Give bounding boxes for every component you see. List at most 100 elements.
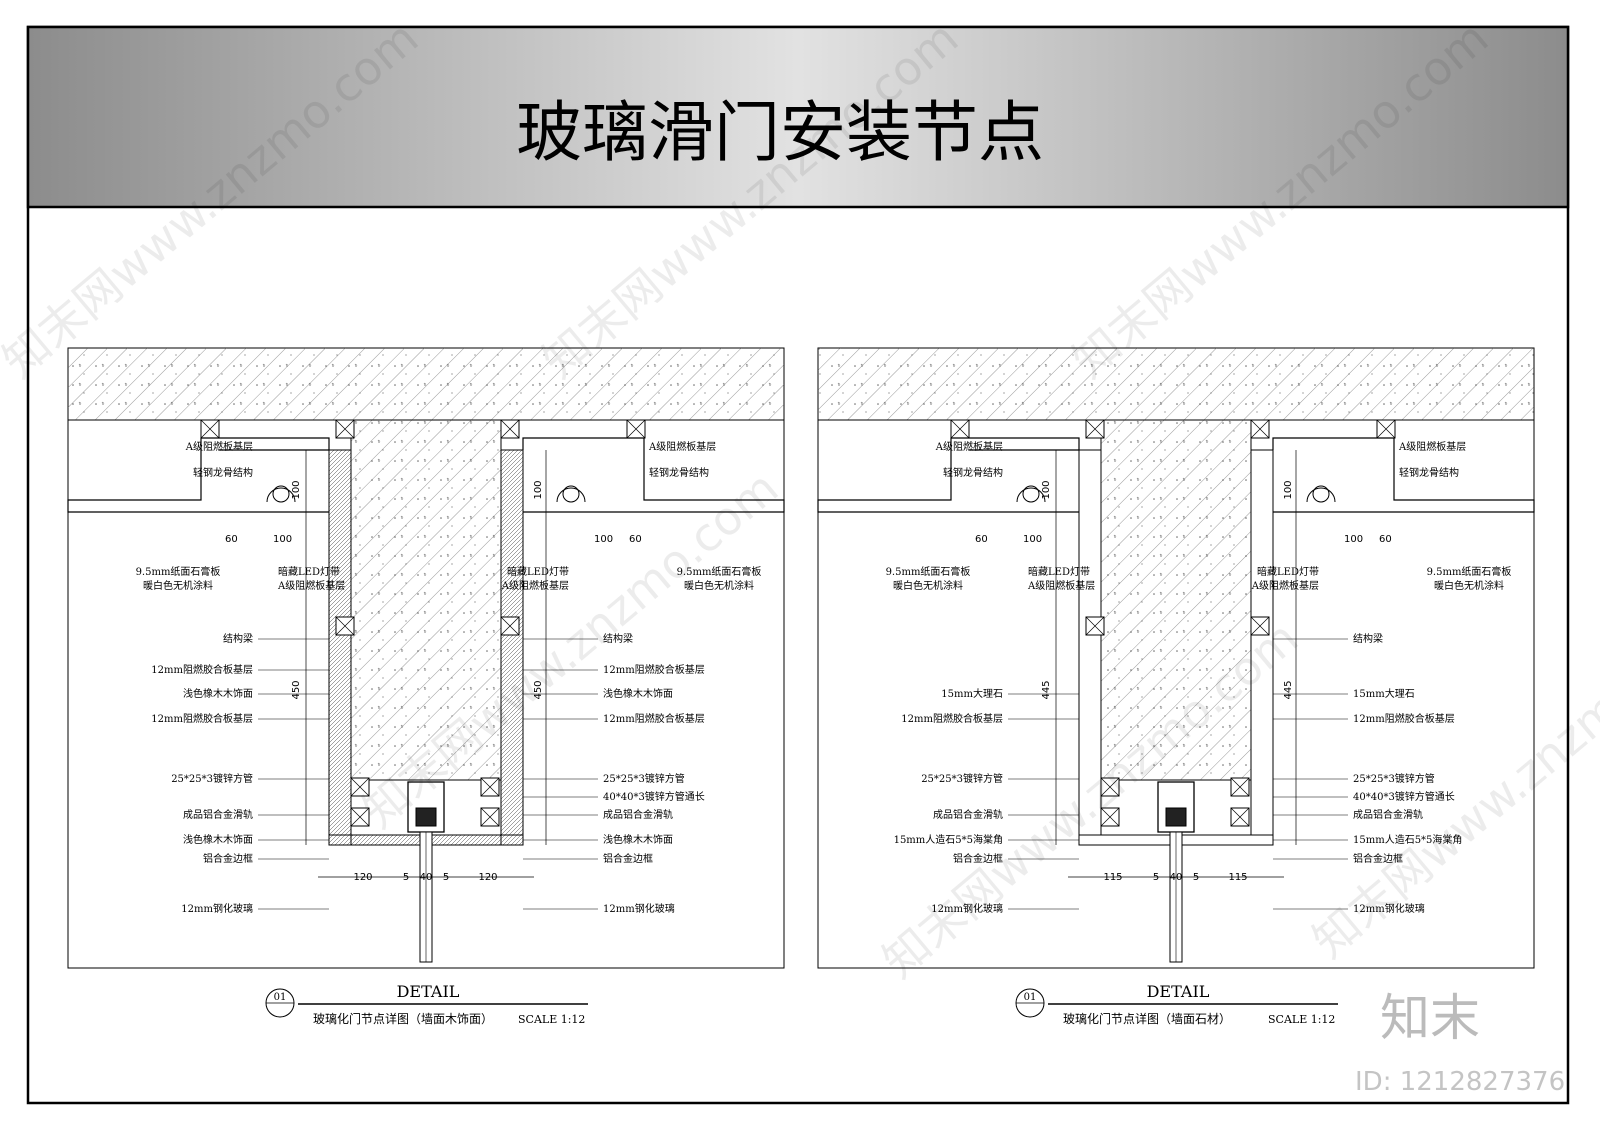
detail-heading: DETAIL bbox=[397, 982, 460, 1001]
right-label: 12mm钢化玻璃 bbox=[1353, 902, 1425, 915]
right-label: 成品铝合金滑轨 bbox=[603, 808, 673, 821]
left-label: 浅色橡木木饰面 bbox=[183, 687, 253, 700]
dim-gap-right: 5 bbox=[1193, 872, 1199, 883]
right-label: 15mm人造石5*5海棠角 bbox=[1353, 833, 1462, 846]
right-ceiling-cove bbox=[522, 437, 785, 513]
right-label: 暗藏LED灯带 bbox=[507, 565, 569, 578]
watermark-id: ID: 1212827376 bbox=[1355, 1067, 1565, 1097]
left-label: 结构梁 bbox=[223, 632, 253, 645]
right-label: 铝合金边框 bbox=[603, 852, 653, 865]
led-reflector bbox=[556, 487, 586, 503]
left-label: 9.5mm纸面石膏板 bbox=[886, 565, 971, 578]
right-label: 成品铝合金滑轨 bbox=[1353, 808, 1423, 821]
left-label: A级阻燃板基层 bbox=[935, 440, 1003, 453]
right-label: 9.5mm纸面石膏板 bbox=[677, 565, 762, 578]
steel-tube-cross bbox=[350, 777, 370, 797]
left-label: 铝合金边框 bbox=[953, 852, 1003, 865]
right-label: 40*40*3镀锌方管通长 bbox=[1353, 790, 1455, 803]
steel-tube-cross bbox=[1376, 419, 1396, 439]
steel-tube-cross bbox=[1250, 419, 1270, 439]
dim-a-right: 60 bbox=[629, 534, 642, 545]
dim-b-right: 100 bbox=[1344, 534, 1363, 545]
dim-a-left: 60 bbox=[975, 534, 988, 545]
ceiling-slab-texture bbox=[818, 348, 1534, 420]
detail-heading: DETAIL bbox=[1147, 982, 1210, 1001]
left-label: 12mm阻燃胶合板基层 bbox=[151, 663, 253, 676]
steel-tube-cross bbox=[200, 419, 220, 439]
left-label: 15mm大理石 bbox=[941, 687, 1003, 700]
steel-tube-cross bbox=[335, 616, 355, 636]
ceiling-slab-texture bbox=[68, 348, 784, 420]
dim-height-left: 450 bbox=[291, 680, 302, 699]
dim-b-left: 100 bbox=[1023, 534, 1042, 545]
right-label: A级阻燃板基层 bbox=[501, 579, 569, 592]
steel-tube-cross bbox=[1100, 807, 1120, 827]
left-label: 铝合金边框 bbox=[203, 852, 253, 865]
right-label: 暗藏LED灯带 bbox=[1257, 565, 1319, 578]
led-strip-icon bbox=[562, 485, 580, 503]
left-ceiling-cove bbox=[817, 437, 1080, 513]
right-label: 12mm阻燃胶合板基层 bbox=[603, 663, 705, 676]
left-label: 25*25*3镀锌方管 bbox=[921, 772, 1003, 785]
steel-tube-cross bbox=[480, 777, 500, 797]
dim-gap-left: 5 bbox=[1153, 872, 1159, 883]
right-label: 15mm大理石 bbox=[1353, 687, 1415, 700]
left-label: 暖白色无机涂料 bbox=[893, 579, 963, 592]
steel-tube-cross bbox=[1230, 807, 1250, 827]
steel-tube-cross bbox=[480, 807, 500, 827]
right-label: 12mm阻燃胶合板基层 bbox=[603, 712, 705, 725]
sheet-title: 玻璃滑门安装节点 bbox=[516, 94, 1044, 171]
left-label: 轻钢龙骨结构 bbox=[193, 466, 253, 479]
steel-tube-cross bbox=[500, 419, 520, 439]
right-label: 铝合金边框 bbox=[1353, 852, 1403, 865]
steel-tube-cross bbox=[500, 616, 520, 636]
dim-b-right: 100 bbox=[594, 534, 613, 545]
detail-caption: 玻璃化门节点详图（墙面石材） bbox=[1063, 1011, 1231, 1026]
dim-top-right: 100 bbox=[1283, 480, 1294, 499]
detail-scale: SCALE 1:12 bbox=[1268, 1013, 1335, 1026]
steel-tube-cross bbox=[1085, 616, 1105, 636]
dim-side-right: 115 bbox=[1228, 872, 1247, 883]
dim-a-left: 60 bbox=[225, 534, 238, 545]
right-label: A级阻燃板基层 bbox=[1251, 579, 1319, 592]
right-label: A级阻燃板基层 bbox=[1398, 440, 1466, 453]
right-ceiling-cove bbox=[1272, 437, 1535, 513]
right-label: 40*40*3镀锌方管通长 bbox=[603, 790, 705, 803]
right-label: 9.5mm纸面石膏板 bbox=[1427, 565, 1512, 578]
right-label: 25*25*3镀锌方管 bbox=[603, 772, 685, 785]
left-label: 12mm钢化玻璃 bbox=[931, 902, 1003, 915]
left-label: 成品铝合金滑轨 bbox=[933, 808, 1003, 821]
beam-texture bbox=[1101, 420, 1251, 780]
track-roller bbox=[1165, 807, 1187, 827]
left-label: 暗藏LED灯带 bbox=[278, 565, 340, 578]
steel-tube-cross bbox=[1250, 616, 1270, 636]
watermark-logo: 知末 bbox=[1380, 989, 1480, 1047]
right-label: 轻钢龙骨结构 bbox=[1399, 466, 1459, 479]
steel-tube-cross bbox=[1230, 777, 1250, 797]
right-label: 25*25*3镀锌方管 bbox=[1353, 772, 1435, 785]
led-reflector bbox=[1306, 487, 1336, 503]
dim-height-right: 445 bbox=[1283, 680, 1294, 699]
left-label: 15mm人造石5*5海棠角 bbox=[894, 833, 1003, 846]
left-label: 浅色橡木木饰面 bbox=[183, 833, 253, 846]
led-reflector bbox=[266, 487, 296, 503]
wall-finish-right bbox=[500, 449, 524, 846]
left-ceiling-cove bbox=[67, 437, 330, 513]
left-label: 暖白色无机涂料 bbox=[143, 579, 213, 592]
dim-track-width: 40 bbox=[420, 872, 433, 883]
track-roller bbox=[415, 807, 437, 827]
left-label: 12mm阻燃胶合板基层 bbox=[151, 712, 253, 725]
right-label: 暖白色无机涂料 bbox=[1434, 579, 1504, 592]
detail-number: 01 bbox=[1024, 992, 1037, 1003]
led-strip-icon bbox=[1312, 485, 1330, 503]
detail-number: 01 bbox=[274, 992, 287, 1003]
left-label: A级阻燃板基层 bbox=[1027, 579, 1095, 592]
right-label: 暖白色无机涂料 bbox=[684, 579, 754, 592]
led-strip-icon bbox=[272, 485, 290, 503]
right-label: 浅色橡木木饰面 bbox=[603, 687, 673, 700]
dim-b-left: 100 bbox=[273, 534, 292, 545]
steel-tube-cross bbox=[950, 419, 970, 439]
dim-height-left: 445 bbox=[1041, 680, 1052, 699]
right-label: 结构梁 bbox=[603, 632, 633, 645]
